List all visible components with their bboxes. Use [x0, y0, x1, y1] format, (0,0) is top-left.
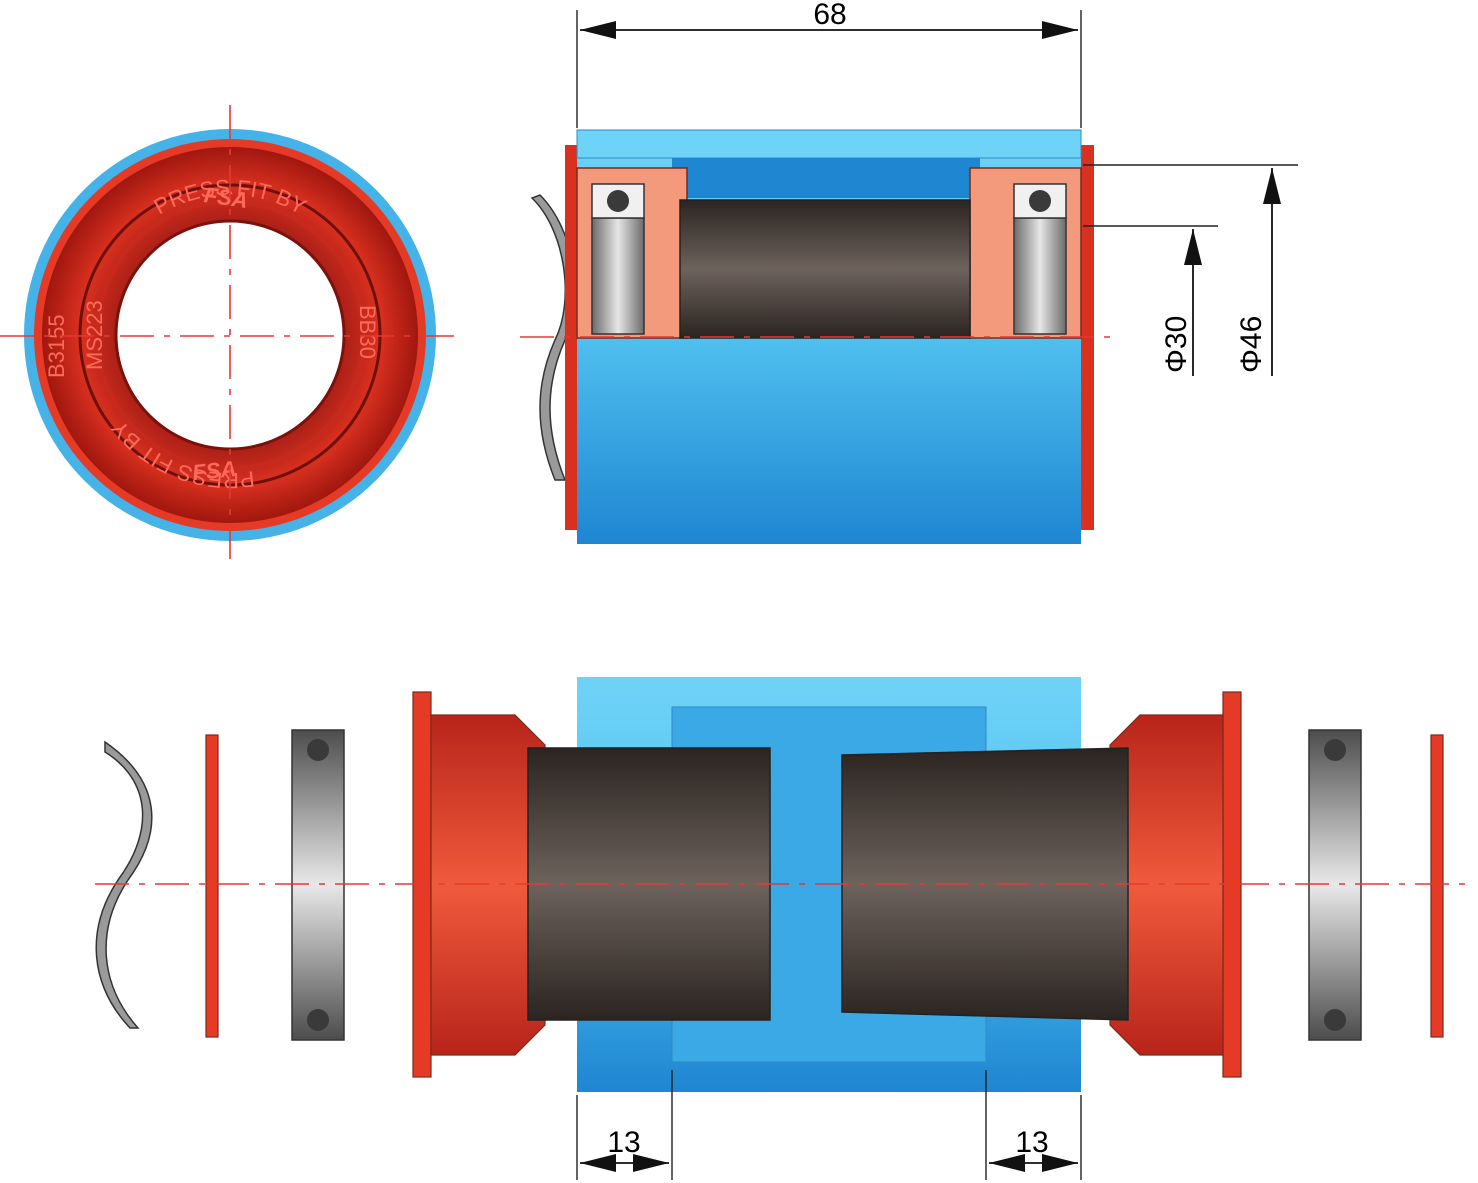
cup-end-view: PRESS FIT BY PRESS FIT BY B3155 MS223 BB…: [0, 105, 460, 565]
sleeve-section: [679, 199, 971, 339]
right-ball: [1029, 190, 1051, 212]
left-seal: [205, 734, 219, 1038]
right-cup-body: [1109, 714, 1224, 1056]
ring-left-code: B3155: [44, 314, 69, 378]
ring-right-code: BB30: [355, 305, 380, 359]
right-bearing: [1308, 729, 1362, 1041]
width-dimension-label: 68: [813, 0, 846, 31]
left-depth-label: 13: [607, 1126, 640, 1159]
left-bearing-section: [591, 217, 645, 335]
ring-brand-top: FSA: [203, 182, 250, 213]
right-seal: [1430, 734, 1444, 1038]
left-cup-body: [430, 714, 546, 1056]
right-depth-label: 13: [1015, 1126, 1048, 1159]
right-bearing-section: [1013, 217, 1067, 335]
outer-diameter-label: Φ46: [1235, 316, 1268, 373]
assembly-section-view: 68 Φ30 Φ46: [520, 0, 1298, 544]
left-bearing: [291, 729, 345, 1041]
left-ball: [607, 190, 629, 212]
exploded-view: 13 13: [95, 677, 1475, 1180]
inner-diameter-label: Φ30: [1160, 316, 1193, 373]
wave-washer-exploded: [95, 740, 153, 1029]
ring-inner-code: MS223: [82, 300, 107, 370]
